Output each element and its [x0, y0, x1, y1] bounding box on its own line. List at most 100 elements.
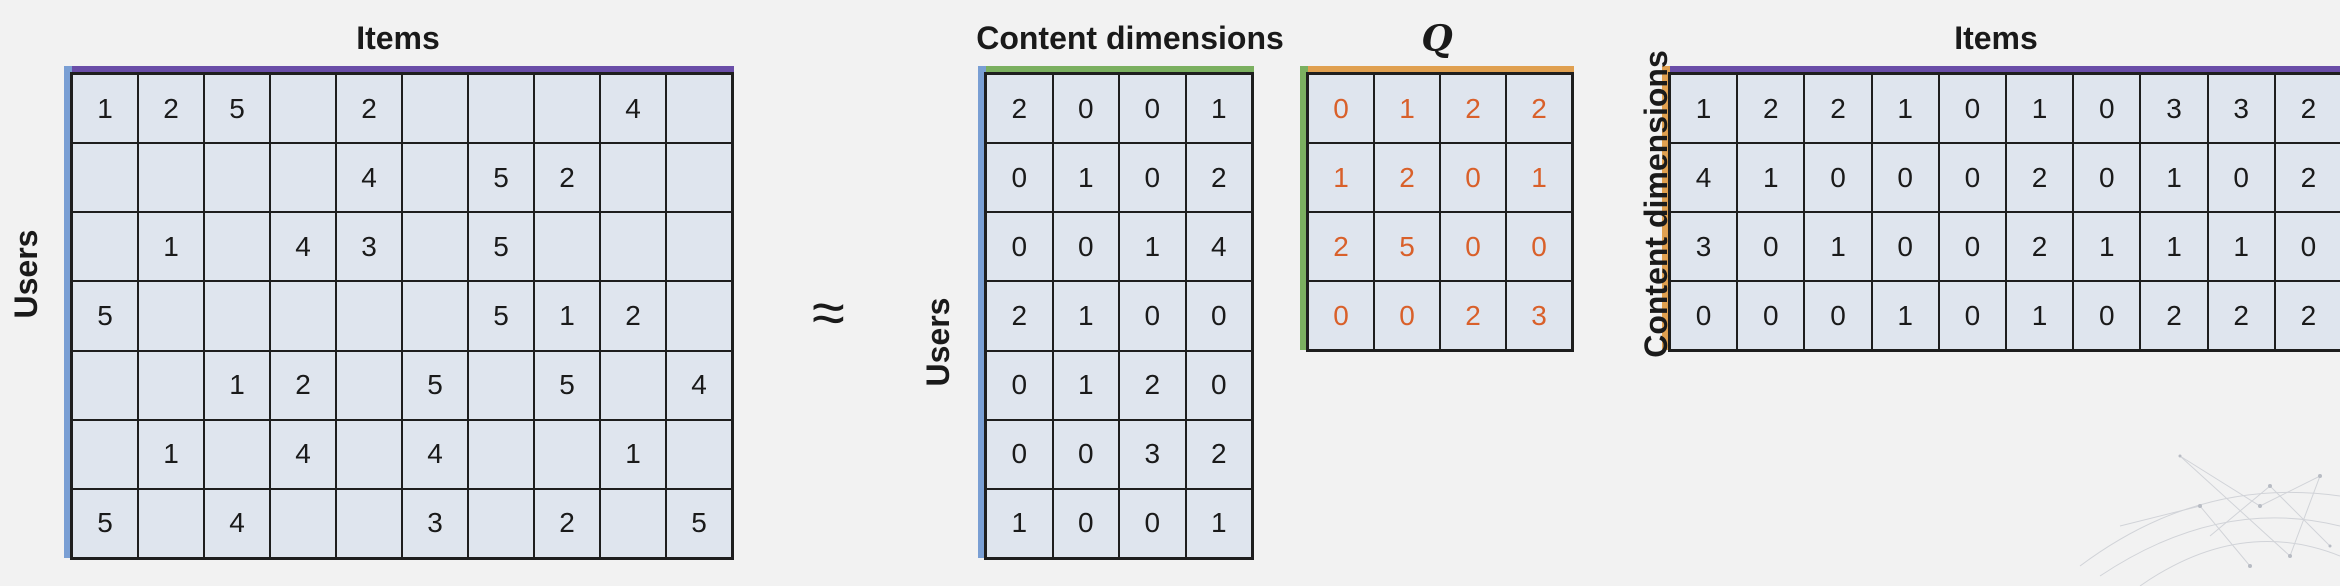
rating-cell	[600, 212, 666, 282]
approx-symbol: ≈	[812, 279, 845, 346]
p-matrix-row-label: Users	[920, 297, 956, 387]
p-matrix-side-bar	[978, 66, 986, 558]
rating-cell: 5	[534, 350, 600, 420]
p-cell: 0	[1119, 143, 1186, 213]
q-cell: 0	[1374, 281, 1440, 350]
right-cell: 1	[2005, 74, 2074, 143]
rating-cell: 4	[402, 419, 468, 489]
p-cell: 2	[986, 281, 1053, 351]
rating-cell	[336, 350, 402, 420]
p-cell: 0	[1119, 74, 1186, 144]
rating-cell	[204, 143, 270, 213]
rating-cell: 2	[336, 74, 402, 144]
p-matrix-top-bar	[980, 66, 1254, 74]
right-cell: 1	[1804, 212, 1872, 281]
right-cell: 0	[2073, 281, 2141, 350]
rating-cell	[402, 281, 468, 351]
right-cell: 1	[2140, 143, 2208, 212]
q-cell: 1	[1506, 143, 1572, 212]
right-cell: 2	[2274, 143, 2340, 212]
rating-cell: 2	[138, 74, 204, 144]
p-cell: 0	[986, 143, 1053, 213]
rating-cell	[270, 488, 336, 558]
rating-cell: 4	[270, 419, 336, 489]
right-cell: 1	[1737, 143, 1805, 212]
p-cell: 2	[1185, 143, 1252, 213]
right-cell: 0	[2073, 143, 2141, 212]
q-cell: 3	[1506, 281, 1572, 350]
right-cell: 4	[1670, 143, 1738, 212]
q-matrix-title: Q	[1421, 18, 1453, 60]
rating-cell	[666, 212, 732, 282]
left-matrix-top-bar	[66, 66, 734, 74]
rating-cell	[270, 143, 336, 213]
rating-cell: 4	[600, 74, 666, 144]
right-cell: 0	[1737, 281, 1805, 350]
p-cell: 2	[1185, 419, 1252, 489]
p-cell: 0	[1052, 212, 1119, 282]
rating-cell	[600, 488, 666, 558]
q-cell: 0	[1506, 212, 1572, 281]
p-cell: 0	[1052, 74, 1119, 144]
rating-cell: 1	[600, 419, 666, 489]
rating-cell	[534, 419, 600, 489]
right-cell: 0	[1938, 143, 2006, 212]
left-matrix-side-bar	[64, 66, 72, 558]
rating-cell: 5	[468, 212, 534, 282]
p-cell: 0	[1052, 419, 1119, 489]
rating-cell: 2	[270, 350, 336, 420]
left-matrix-title: Items	[356, 20, 440, 56]
rating-cell: 5	[402, 350, 468, 420]
rating-cell	[204, 212, 270, 282]
right-cell: 0	[2274, 212, 2340, 281]
right-cell: 0	[1804, 143, 1872, 212]
right-cell: 0	[1938, 281, 2006, 350]
right-cell: 2	[2140, 281, 2208, 350]
rating-cell: 5	[468, 143, 534, 213]
p-cell: 1	[1119, 212, 1186, 282]
rating-cell	[138, 350, 204, 420]
right-cell: 2	[2207, 281, 2275, 350]
p-cell: 0	[986, 419, 1053, 489]
right-cell: 2	[1804, 74, 1872, 143]
q-cell: 0	[1440, 143, 1506, 212]
p-cell: 0	[1185, 281, 1252, 351]
p-cell: 0	[986, 212, 1053, 282]
rating-cell: 4	[336, 143, 402, 213]
right-cell: 3	[2207, 74, 2275, 143]
rating-cell: 3	[336, 212, 402, 282]
rating-cell	[534, 212, 600, 282]
right-cell: 3	[1670, 212, 1738, 281]
rating-cell	[72, 212, 138, 282]
right-cell: 2	[2274, 74, 2340, 143]
right-cell: 1	[2005, 281, 2074, 350]
rating-cell	[468, 419, 534, 489]
p-cell: 1	[1185, 74, 1252, 144]
rating-cell	[600, 143, 666, 213]
rating-cell	[468, 350, 534, 420]
decorative-network-pattern	[2079, 454, 2340, 586]
right-cell: 0	[1871, 143, 1939, 212]
q-cell: 2	[1440, 74, 1506, 143]
p-cell: 2	[1119, 350, 1186, 420]
rating-cell	[72, 419, 138, 489]
right-cell: 0	[1938, 74, 2006, 143]
right-cell: 1	[2140, 212, 2208, 281]
q-cell: 1	[1308, 143, 1374, 212]
q-cell: 0	[1308, 281, 1374, 350]
rating-cell: 3	[402, 488, 468, 558]
p-cell: 1	[1052, 350, 1119, 420]
rating-cell: 1	[72, 74, 138, 144]
rating-cell	[402, 74, 468, 144]
rating-cell	[270, 74, 336, 144]
right-matrix-side-bar	[1662, 66, 1670, 350]
right-cell: 1	[2207, 212, 2275, 281]
rating-cell: 4	[204, 488, 270, 558]
p-cell: 0	[986, 350, 1053, 420]
rating-cell: 5	[666, 488, 732, 558]
q-cell: 2	[1374, 143, 1440, 212]
rating-cell	[138, 281, 204, 351]
